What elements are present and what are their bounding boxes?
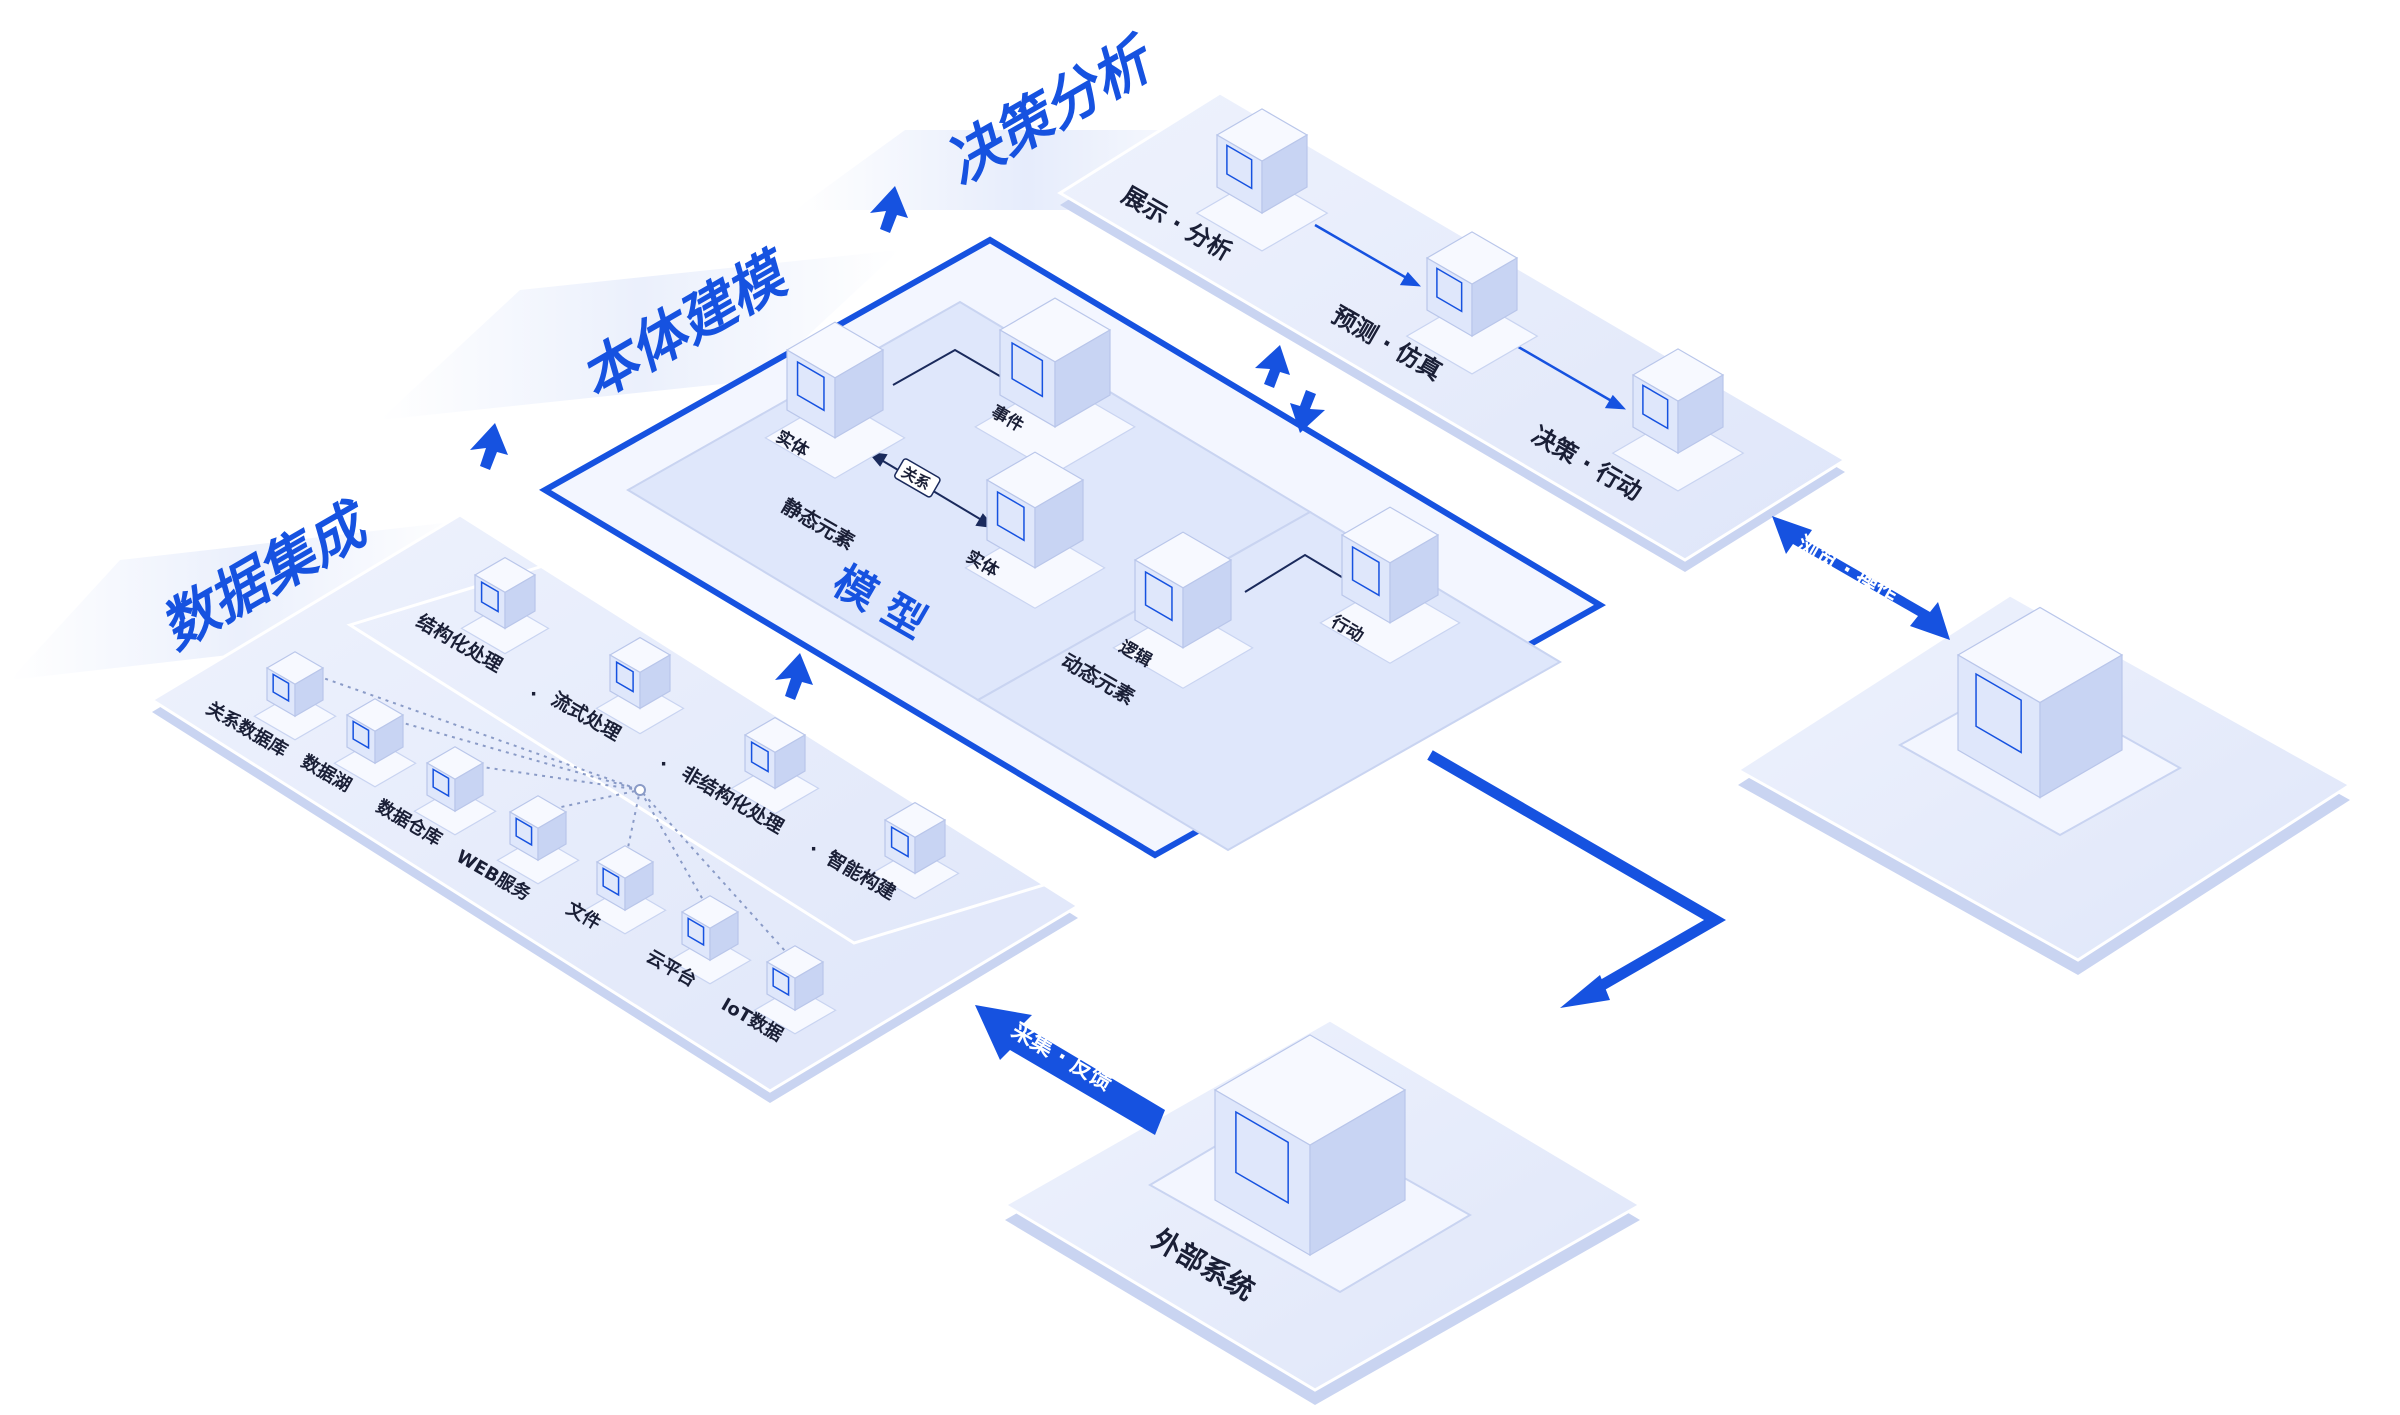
browse-operate-arrow	[1772, 516, 1950, 640]
cube-data-warehouse	[413, 746, 497, 836]
cube-external-system-icon	[1235, 1110, 1289, 1205]
source-hub-dot	[634, 784, 646, 796]
header-band-ontology	[380, 250, 900, 420]
processing-sep-2: ·	[660, 753, 667, 775]
cube-event-icon	[1011, 341, 1044, 398]
browse-operate-label: 浏览 · 操作	[1792, 531, 1902, 609]
cube-decide-act	[1611, 348, 1745, 492]
cube-intelligent-build	[870, 801, 960, 900]
cube-data-warehouse-icon	[432, 768, 450, 798]
collect-feedback-arrow	[975, 1005, 1165, 1135]
cube-unstructured-processing	[730, 716, 820, 815]
cube-stream-processing	[595, 636, 685, 735]
cube-entity-1	[764, 321, 906, 479]
cube-data-lake	[333, 698, 417, 788]
cube-logic-icon	[1144, 570, 1173, 622]
cube-iot-data	[753, 945, 837, 1035]
up-arrow-2	[775, 653, 813, 700]
cube-predict-simulate	[1405, 231, 1539, 375]
cube-cloud-platform	[668, 895, 752, 985]
up-arrow-3	[870, 186, 908, 233]
cube-web-service	[496, 795, 580, 885]
cube-web-service-icon	[515, 817, 533, 847]
decision-flow-arrows	[1314, 223, 1626, 410]
cube-intelligent-build-icon	[890, 825, 909, 858]
cube-structured-processing-icon	[480, 580, 499, 613]
cube-relational-db-icon	[272, 673, 290, 703]
cube-structured-processing	[460, 556, 550, 655]
cube-action-icon	[1351, 545, 1380, 597]
model-connector-lines	[892, 348, 1351, 593]
up-arrow-1	[470, 423, 508, 470]
cube-action	[1319, 506, 1461, 664]
cube-external-system	[1213, 1034, 1407, 1257]
cube-iot-data-icon	[772, 967, 790, 997]
cube-logic	[1112, 531, 1254, 689]
cube-decide-act-icon	[1642, 384, 1669, 430]
cube-entity-2	[964, 451, 1106, 609]
cube-entity-2-icon	[996, 490, 1025, 542]
cube-cloud-platform-icon	[687, 917, 705, 947]
cube-display-analysis-icon	[1226, 144, 1253, 190]
cube-data-lake-icon	[352, 720, 370, 750]
data-integration-platform	[149, 513, 1081, 1103]
cube-relational-db	[253, 651, 337, 741]
cube-user	[1956, 606, 2124, 799]
cube-entity-1-icon	[796, 360, 825, 412]
cube-display-analysis	[1195, 108, 1329, 252]
cube-file	[583, 845, 667, 935]
cube-unstructured-processing-icon	[750, 740, 769, 773]
model-decision-arrows	[1255, 345, 1325, 433]
cube-predict-simulate-icon	[1436, 267, 1463, 313]
cube-event	[974, 297, 1136, 474]
processing-sep-3: ·	[810, 838, 817, 860]
cube-stream-processing-icon	[615, 660, 634, 693]
processing-sep-1: ·	[530, 683, 537, 705]
model-to-external-arrowhead	[1560, 975, 1610, 1008]
model-to-external-arrow	[1427, 750, 1726, 1000]
cube-user-icon	[1975, 672, 2022, 754]
cube-file-icon	[602, 867, 620, 897]
